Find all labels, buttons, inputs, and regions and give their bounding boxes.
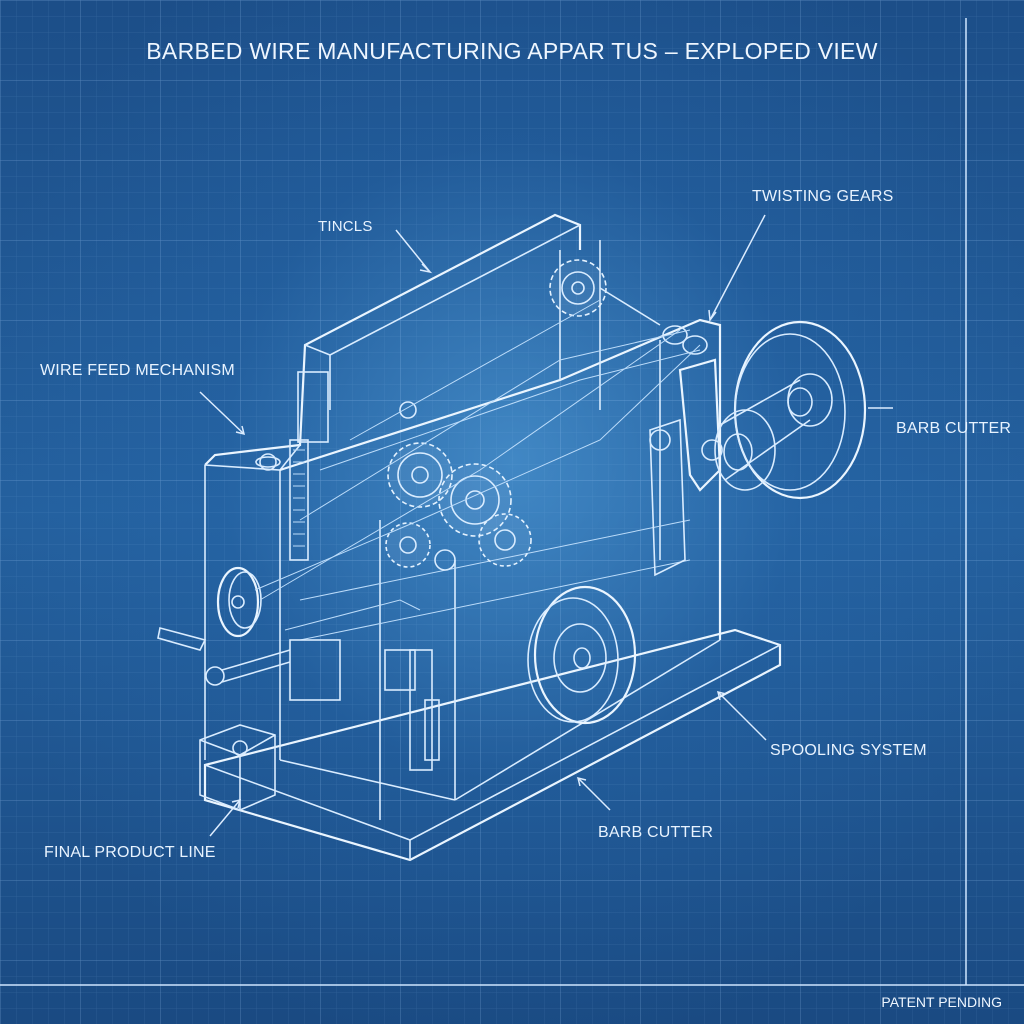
arrow-tincls	[395, 229, 431, 273]
arrow-barb-cutter-bottom	[577, 777, 611, 811]
feed-pulley	[216, 566, 262, 638]
diagram-title: BARBED WIRE MANUFACTURING APPAR TUS – EX…	[146, 38, 878, 64]
twisting-gear-train	[385, 401, 532, 571]
barb-cutter-disc	[714, 320, 867, 500]
leader-arrows	[199, 214, 893, 837]
base-plate	[203, 628, 782, 862]
label-barb-cutter-right: BARB CUTTER	[896, 420, 1012, 437]
arrowhead-final-product	[231, 798, 242, 809]
label-final-product-line: FINAL PRODUCT LINE	[44, 844, 216, 861]
barb-cutter-arm	[649, 358, 723, 577]
arrow-final-product	[209, 799, 241, 837]
main-frame	[204, 213, 722, 820]
arrow-twisting-gears	[709, 214, 766, 321]
label-spooling-system: SPOOLING SYSTEM	[770, 742, 927, 759]
arrow-wire-feed	[199, 391, 245, 435]
top-twisting-gear	[549, 259, 708, 355]
spooling-wheel	[527, 585, 637, 725]
arrowhead-barb-cutter-bottom	[576, 776, 587, 787]
crank-handle	[157, 627, 291, 686]
label-tincls: TINCLS	[318, 218, 373, 235]
patent-pending-note: PATENT PENDING	[881, 994, 1002, 1010]
arrow-spooling	[717, 691, 767, 741]
wire-strands	[254, 299, 701, 601]
arrowhead-wire-feed	[235, 425, 246, 436]
wire-feed-rack	[255, 371, 329, 561]
label-wire-feed-mechanism: WIRE FEED MECHANISM	[40, 362, 235, 379]
arrowhead-twisting-gears	[708, 309, 717, 322]
label-barb-cutter-bottom: BARB CUTTER	[598, 824, 714, 841]
arrowhead-tincls	[419, 263, 433, 274]
label-twisting-gears: TWISTING GEARS	[752, 188, 894, 205]
arrowhead-spooling	[716, 690, 727, 701]
